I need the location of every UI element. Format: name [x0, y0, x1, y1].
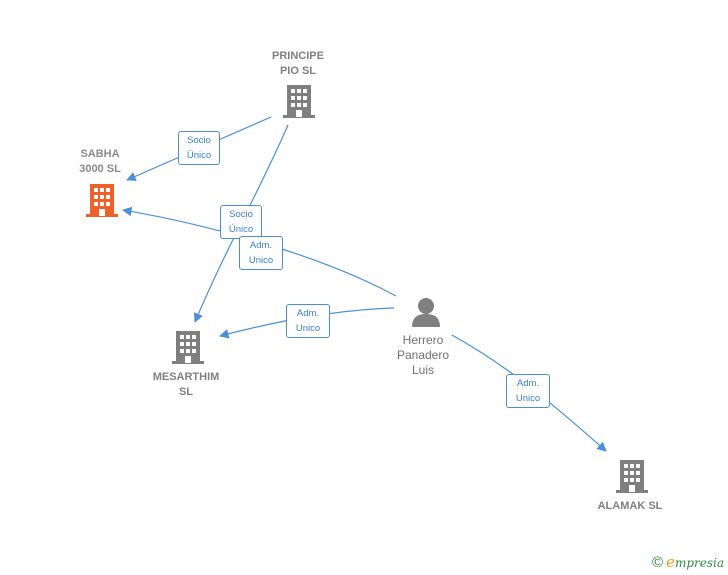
- company-name-mesarthim[interactable]: MESARTHIM SL: [152, 371, 220, 398]
- edge-label-herrero-to-mesarthim: Adm. Unico: [286, 304, 330, 338]
- company-name-principe-pio[interactable]: PRINCIPE PIO SL: [272, 50, 324, 77]
- edge-label-principe-to-mesarthim: Socio Único: [220, 205, 262, 239]
- edge-label-herrero-to-sabha: Adm. Unico: [239, 236, 283, 270]
- building-icon[interactable]: [86, 184, 118, 217]
- brand-initial: e: [666, 553, 675, 571]
- building-icon[interactable]: [283, 85, 315, 118]
- person-name-herrero[interactable]: Herrero Panadero Luis: [396, 333, 450, 377]
- company-name-alamak[interactable]: ALAMAK SL: [597, 500, 663, 512]
- building-icon[interactable]: [172, 331, 204, 364]
- company-name-sabha[interactable]: SABHA 3000 SL: [79, 148, 121, 175]
- brand-name: mpresia: [674, 556, 724, 570]
- edge-label-herrero-to-alamak: Adm. Unico: [506, 374, 550, 408]
- building-icon[interactable]: [616, 460, 648, 493]
- person-icon[interactable]: [412, 298, 440, 327]
- brand-footer: ©empresia: [652, 553, 724, 571]
- copyright-symbol: ©: [651, 554, 664, 571]
- edge-label-principe-to-sabha: Socio Único: [178, 131, 220, 165]
